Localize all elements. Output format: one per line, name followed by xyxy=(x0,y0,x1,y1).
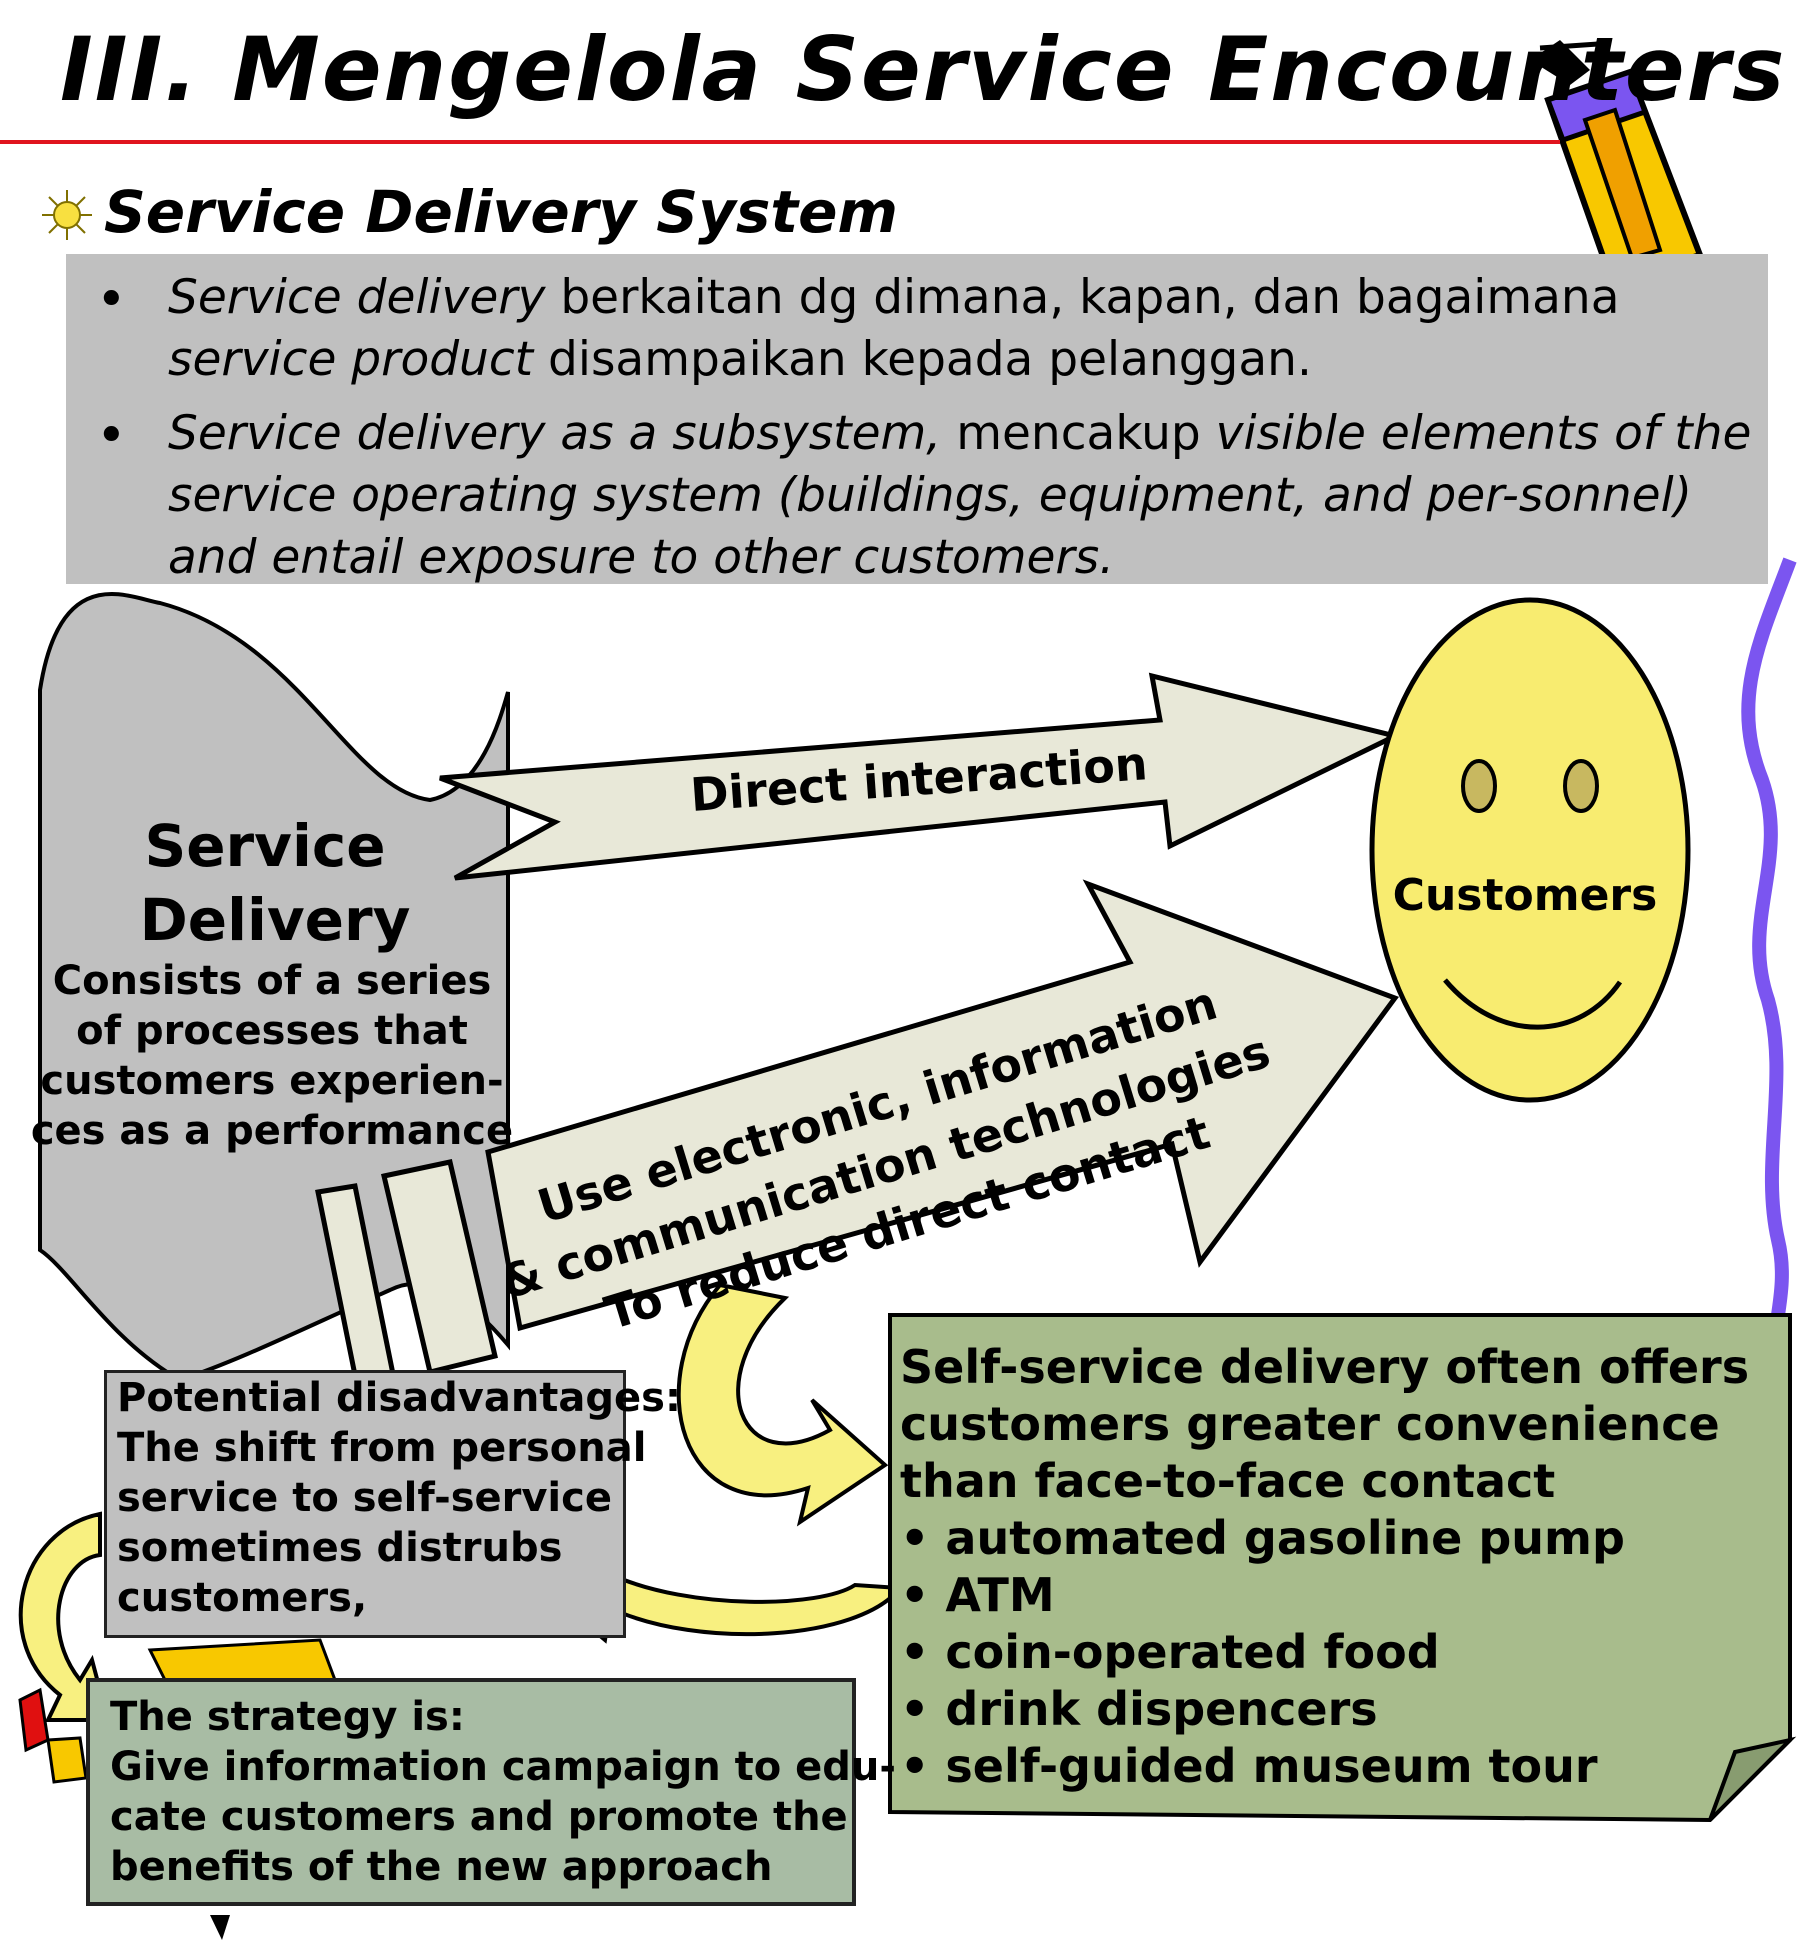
page-fold xyxy=(1708,1736,1797,1822)
disadvantages-box: Potential disadvantages: The shift from … xyxy=(104,1370,681,1638)
bullet-text: service product xyxy=(168,332,549,387)
service-delivery-desc-2: of processes that xyxy=(76,1008,468,1054)
bullet-text: and entail exposure to other customers. xyxy=(168,530,1115,585)
page-title: III. Mengelola Service Encounters xyxy=(60,18,1787,121)
service-delivery-heading-1: Service xyxy=(144,812,385,880)
service-delivery-desc-1: Consists of a series xyxy=(53,958,492,1004)
service-delivery-desc-4: ces as a performance xyxy=(31,1108,513,1154)
pencil-icon xyxy=(1530,40,1704,286)
self-service-item: • drink dispencers xyxy=(900,1682,1378,1736)
service-delivery-desc-3: customers experien- xyxy=(40,1058,503,1104)
bullet-text: berkaitan dg dimana, kapan, dan bagaiman… xyxy=(560,270,1620,325)
film-strip xyxy=(315,1159,498,1393)
decorative-shape xyxy=(18,1687,50,1753)
direct-interaction-arrow xyxy=(439,672,1403,881)
bullet-1-line-1: Service delivery berkaitan dg dimana, ka… xyxy=(168,268,1620,328)
curved-arrow-icon xyxy=(18,1511,111,1722)
strategy-line: benefits of the new approach xyxy=(110,1844,773,1890)
bullet-text: Service delivery xyxy=(168,270,561,325)
self-service-item: • automated gasoline pump xyxy=(900,1511,1625,1565)
decorative-wavy-line xyxy=(1741,557,1797,1362)
section-subtitle: Service Delivery System xyxy=(104,178,898,246)
disadvantages-line: service to self-service xyxy=(117,1475,612,1521)
self-service-item: • self-guided museum tour xyxy=(900,1739,1598,1793)
bullet-marker: • xyxy=(96,406,127,466)
bullet-panel: • Service delivery berkaitan dg dimana, … xyxy=(66,254,1768,585)
self-service-line: customers greater convenience xyxy=(900,1397,1720,1451)
decorative-shape xyxy=(210,1915,230,1940)
bullet-1-line-2: service product disampaikan kepada pelan… xyxy=(168,330,1312,390)
bullet-text: disampaikan kepada pelanggan. xyxy=(548,332,1312,387)
smiley-face-icon xyxy=(1369,597,1691,1103)
technology-arrow xyxy=(485,879,1399,1332)
self-service-line: than face-to-face contact xyxy=(900,1454,1556,1508)
bullet-2-line-1: Service delivery as a subsystem, mencaku… xyxy=(168,404,1751,464)
disadvantages-line: The shift from personal xyxy=(117,1425,647,1471)
self-service-box: Self-service delivery often offers custo… xyxy=(890,1315,1790,1820)
customers-label: Customers xyxy=(1393,870,1658,921)
curved-arrow-icon xyxy=(676,1282,889,1527)
bullet-2-line-2: service operating system (buildings, equ… xyxy=(168,466,1692,526)
self-service-item: • ATM xyxy=(900,1568,1055,1622)
bullet-text: service operating system (buildings, equ… xyxy=(168,468,1692,523)
disadvantages-line: Potential disadvantages: xyxy=(117,1375,681,1421)
title-rule xyxy=(0,140,1560,144)
self-service-line: Self-service delivery often offers xyxy=(900,1340,1750,1394)
bullet-text: visible elements of the xyxy=(1215,406,1752,461)
bullet-text: mencakup xyxy=(941,406,1216,461)
strategy-line: cate customers and promote the xyxy=(110,1794,848,1840)
strategy-box: The strategy is: Give information campai… xyxy=(86,1678,896,1906)
bullet-2-line-3: and entail exposure to other customers. xyxy=(168,528,1114,588)
bullet-marker: • xyxy=(96,270,127,330)
bullet-text: Service delivery as a subsystem, xyxy=(168,406,942,461)
strategy-line: Give information campaign to edu- xyxy=(110,1744,896,1790)
disadvantages-line: sometimes distrubs xyxy=(117,1525,563,1571)
decorative-shape xyxy=(46,1736,88,1784)
sun-icon xyxy=(42,190,92,240)
self-service-item: • coin-operated food xyxy=(900,1625,1440,1679)
disadvantages-line: customers, xyxy=(117,1575,368,1621)
strategy-line: The strategy is: xyxy=(110,1694,465,1740)
service-delivery-heading-2: Delivery xyxy=(140,886,411,954)
